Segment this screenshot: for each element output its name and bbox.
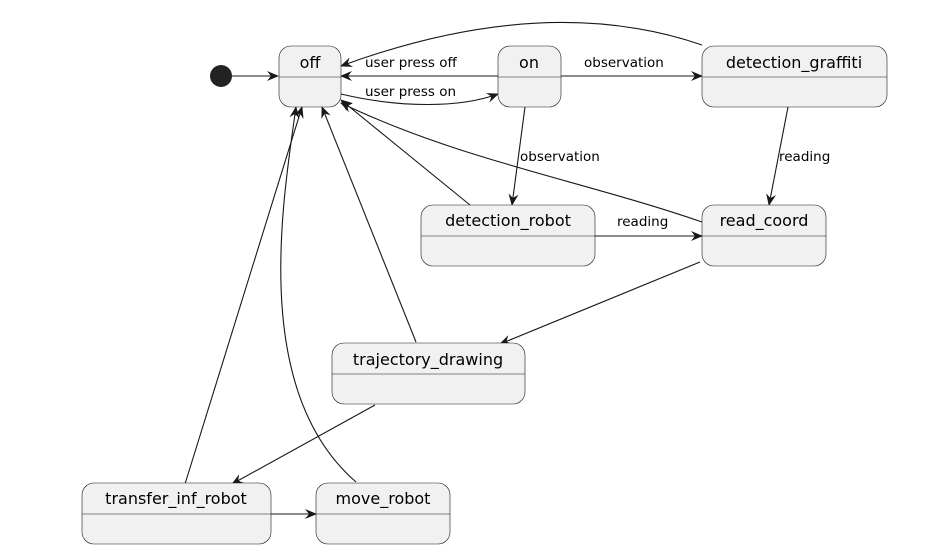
- transition-transfer-to-off: [184, 106, 304, 485]
- transition-on-to-off: user press off: [340, 55, 498, 81]
- state-detection-robot[interactable]: detection_robot: [420, 204, 596, 267]
- state-transfer-inf-robot[interactable]: transfer_inf_robot: [81, 482, 272, 545]
- transition-read-coord-to-trajectory-drawing: [499, 261, 701, 345]
- label-observation-robot: observation: [520, 149, 600, 165]
- state-detection-graffiti[interactable]: detection_graffiti: [701, 45, 888, 108]
- state-read-coord-label: read_coord: [720, 211, 809, 231]
- state-move-robot[interactable]: move_robot: [315, 482, 451, 545]
- state-off-label: off: [300, 53, 322, 72]
- transition-detection-robot-to-read-coord: reading: [595, 214, 703, 241]
- state-detection-graffiti-label: detection_graffiti: [726, 53, 862, 73]
- transition-read-coord-to-off: [340, 102, 703, 223]
- initial-state-node: [210, 65, 232, 87]
- label-reading-graffiti: reading: [779, 149, 830, 165]
- state-detection-robot-label: detection_robot: [445, 211, 571, 231]
- transition-on-to-detection-robot: observation: [508, 106, 600, 206]
- state-on[interactable]: on: [497, 45, 562, 108]
- state-trajectory-drawing-label: trajectory_drawing: [353, 350, 503, 370]
- label-user-press-off: user press off: [365, 55, 457, 71]
- transition-off-to-on: user press on: [340, 84, 499, 105]
- transition-detection-graffiti-to-off: [340, 22, 703, 67]
- state-move-robot-label: move_robot: [336, 489, 431, 509]
- label-user-press-on: user press on: [365, 84, 456, 100]
- state-transfer-inf-robot-label: transfer_inf_robot: [105, 489, 247, 509]
- transition-on-to-detection-graffiti: observation: [561, 55, 703, 81]
- transition-trajectory-drawing-to-off: [321, 106, 417, 343]
- label-reading-robot: reading: [617, 214, 668, 230]
- state-read-coord[interactable]: read_coord: [701, 204, 827, 267]
- state-on-label: on: [519, 53, 539, 72]
- state-off[interactable]: off: [278, 45, 342, 108]
- label-observation-graffiti: observation: [584, 55, 664, 71]
- transition-detection-robot-to-off: [340, 99, 471, 206]
- state-trajectory-drawing[interactable]: trajectory_drawing: [331, 342, 526, 405]
- transition-trajectory-drawing-to-transfer: [231, 404, 376, 485]
- transition-move-robot-to-off: [280, 106, 357, 483]
- transition-detection-graffiti-to-read-coord: reading: [766, 106, 830, 206]
